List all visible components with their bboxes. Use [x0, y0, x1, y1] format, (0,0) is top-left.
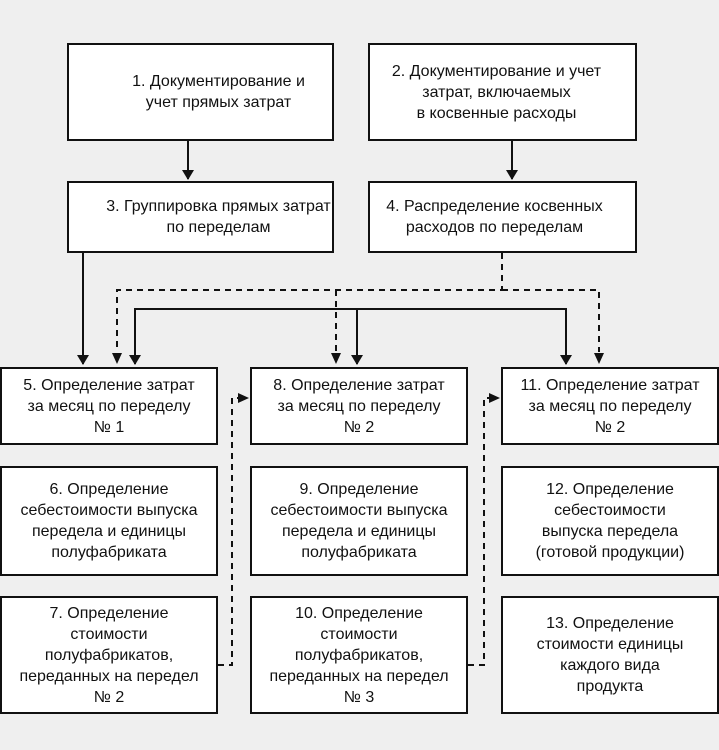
box-13-label: 13. Определение стоимости единицы каждог…: [536, 615, 684, 695]
dashed-7-to-8: [218, 397, 244, 666]
dashed-right-branch: [502, 289, 600, 352]
box-7-semi-finished-to-stage-2: 7. Определение стоимости полуфабрикатов,…: [0, 596, 218, 714]
arrowhead-dashed-10-to-11: [489, 393, 500, 403]
dashed-10-to-11: [468, 397, 495, 666]
box-11-label: 11. Определение затрат за месяц по перед…: [520, 376, 700, 436]
arrowhead-dashed-to-8: [331, 353, 341, 364]
box-1-direct-costs-documentation: 1. Документирование и учет прямых затрат: [67, 43, 334, 141]
box-6-stage-1-cost-price: 6. Определение себестоимости выпуска пер…: [0, 466, 218, 576]
box-13-unit-cost-per-product: 13. Определение стоимости единицы каждог…: [501, 596, 719, 714]
box-5-stage-1-costs: 5. Определение затрат за месяц по переде…: [0, 367, 218, 445]
box-12-finished-goods-cost-price: 12. Определение себестоимости выпуска пе…: [501, 466, 719, 576]
box-6-label: 6. Определение себестоимости выпуска пер…: [20, 481, 198, 561]
box-4-label: 4. Распределение косвенных расходов по п…: [386, 198, 603, 236]
arrowhead-dashed-to-11: [594, 353, 604, 364]
arrowhead-dashed-to-5: [112, 353, 122, 364]
box-3-label: 3. Группировка прямых затрат по передела…: [106, 198, 331, 236]
box-5-label: 5. Определение затрат за месяц по переде…: [23, 376, 195, 436]
box-10-label: 10. Определение стоимости полуфабрикатов…: [269, 604, 449, 706]
box-8-label: 8. Определение затрат за месяц по переде…: [273, 376, 445, 436]
box-3-direct-costs-grouping: 3. Группировка прямых затрат по передела…: [67, 181, 334, 253]
solid-bus-direct-costs: [134, 308, 567, 358]
box-9-stage-2-cost-price: 9. Определение себестоимости выпуска пер…: [250, 466, 468, 576]
box-2-label: 2. Документирование и учет затрат, включ…: [391, 62, 602, 122]
box-1-label: 1. Документирование и учет прямых затрат: [132, 73, 305, 111]
box-7-label: 7. Определение стоимости полуфабрикатов,…: [19, 604, 199, 706]
box-4-indirect-costs-distribution: 4. Распределение косвенных расходов по п…: [368, 181, 637, 253]
box-2-indirect-costs-documentation: 2. Документирование и учет затрат, включ…: [368, 43, 637, 141]
box-11-final-stage-costs: 11. Определение затрат за месяц по перед…: [501, 367, 719, 445]
arrowhead-dashed-7-to-8: [238, 393, 249, 403]
box-9-label: 9. Определение себестоимости выпуска пер…: [270, 481, 448, 561]
box-12-label: 12. Определение себестоимости выпуска пе…: [535, 481, 685, 561]
dashed-bus-indirect-costs: [116, 253, 503, 352]
box-10-semi-finished-to-stage-3: 10. Определение стоимости полуфабрикатов…: [250, 596, 468, 714]
box-8-stage-2-costs: 8. Определение затрат за месяц по переде…: [250, 367, 468, 445]
